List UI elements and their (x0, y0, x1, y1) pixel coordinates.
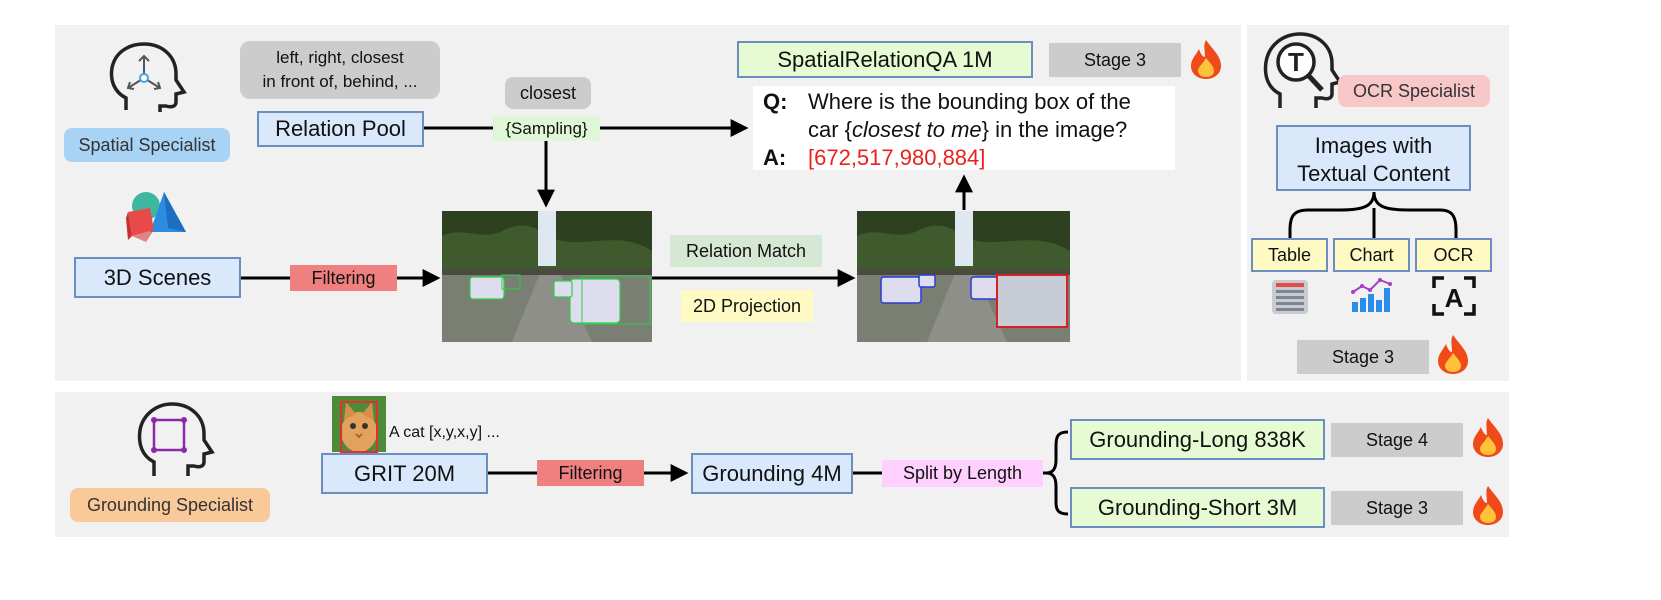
stage-3-ocr: Stage 3 (1297, 340, 1429, 374)
chart-box: Chart (1333, 238, 1410, 272)
q-line-2-emphasis: closest to me (852, 117, 982, 142)
spatial-specialist-label: Spatial Specialist (64, 128, 230, 162)
relation-pool-box: Relation Pool (257, 111, 424, 147)
q-line-2-post: } in the image? (981, 117, 1128, 142)
qa-card: Q: Where is the bounding box of the car … (753, 86, 1175, 170)
a-label: A: (763, 145, 787, 170)
grit-20m-box: GRIT 20M (321, 453, 488, 494)
head-ocr-icon: T (1263, 32, 1343, 108)
table-box: Table (1251, 238, 1328, 272)
cat-image (332, 396, 386, 453)
svg-text:A: A (1445, 283, 1464, 313)
cat-caption: A cat [x,y,x,y] ... (389, 424, 500, 441)
fire-icon (1473, 486, 1503, 525)
3d-scenes-box: 3D Scenes (74, 257, 241, 298)
filtering-tag-grounding: Filtering (537, 460, 644, 486)
street-scene-image-1 (442, 211, 652, 342)
table-icon (1272, 280, 1308, 314)
ocr-box: OCR (1415, 238, 1492, 272)
fire-icon (1473, 418, 1503, 457)
stage-3-grounding: Stage 3 (1331, 491, 1463, 525)
closest-label: closest (505, 77, 591, 109)
head-grounding-icon (137, 402, 215, 476)
q-line-2-pre: car { (808, 117, 853, 142)
ocr-scan-icon: A (1432, 276, 1476, 316)
images-line-2: Textual Content (1297, 161, 1450, 186)
head-spatial-icon (109, 42, 187, 112)
filtering-tag-spatial: Filtering (290, 265, 397, 291)
stage-4-grounding: Stage 4 (1331, 423, 1463, 457)
relations-text: left, right, closest in front of, behind… (240, 41, 440, 99)
2d-projection-tag: 2D Projection (681, 290, 813, 322)
q-line-2: car {closest to me} in the image? (808, 117, 1127, 143)
street-scene-image-2 (857, 211, 1070, 342)
stage-3-spatial: Stage 3 (1049, 43, 1181, 77)
spatialrelationqa-box: SpatialRelationQA 1M (737, 41, 1033, 78)
answer-value: [672,517,980,884] (808, 145, 986, 170)
images-textual-box: Images with Textual Content (1276, 125, 1471, 191)
sampling-label: {Sampling} (493, 116, 600, 141)
shapes-3d-icon (126, 192, 186, 242)
relations-line-1: left, right, closest (276, 48, 404, 67)
chart-icon (1351, 278, 1392, 312)
q-line-1: Where is the bounding box of the (808, 89, 1131, 114)
grounding-4m-box: Grounding 4M (691, 453, 853, 494)
relation-match-tag: Relation Match (670, 235, 822, 267)
svg-text:T: T (1288, 47, 1304, 77)
fire-icon (1438, 335, 1468, 374)
grounding-short-box: Grounding-Short 3M (1070, 487, 1325, 528)
grounding-specialist-label: Grounding Specialist (70, 488, 270, 522)
relations-line-2: in front of, behind, ... (262, 72, 418, 91)
images-line-1: Images with (1314, 133, 1433, 158)
grounding-long-box: Grounding-Long 838K (1070, 419, 1325, 460)
ocr-specialist-label: OCR Specialist (1338, 75, 1490, 107)
q-label: Q: (763, 89, 788, 114)
fire-icon (1191, 40, 1221, 79)
split-by-length-tag: Split by Length (882, 460, 1043, 487)
